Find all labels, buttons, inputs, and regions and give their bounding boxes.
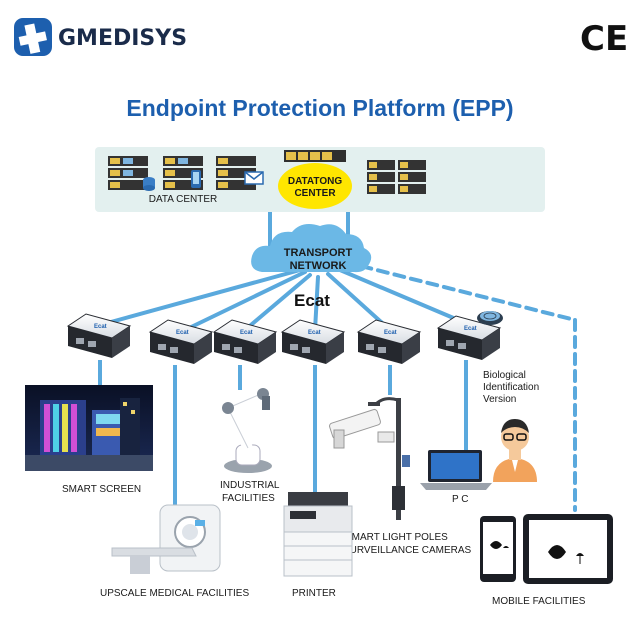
datatong-label-line1: DATATONG	[288, 176, 342, 187]
ct-scanner-icon	[111, 504, 221, 574]
fingerprint-sensor-icon	[477, 311, 503, 325]
brand-cross-icon	[18, 23, 47, 54]
ethernet-port-icon	[458, 343, 466, 349]
pc-label: P C	[452, 494, 469, 505]
ethernet-port-icon	[302, 347, 310, 353]
datatong-label-line2: CENTER	[294, 188, 336, 199]
ethernet-port-icon	[158, 344, 166, 350]
datatong-badge	[278, 163, 352, 209]
user-avatar-icon	[493, 419, 537, 482]
device-tag: Ecat	[176, 330, 189, 336]
wireless-link	[343, 260, 577, 322]
endpoint-links	[98, 360, 468, 520]
ethernet-port-icon	[290, 344, 298, 350]
ethernet-port-icon	[378, 347, 386, 353]
device-tag: Ecat	[240, 330, 253, 336]
printer-icon	[283, 492, 353, 577]
ethernet-port-icon	[446, 340, 454, 346]
medical-label: UPSCALE MEDICAL FACILITIES	[100, 588, 249, 599]
server-rack-icon	[108, 156, 155, 191]
printer-label: PRINTER	[292, 588, 336, 599]
biological-label-line1: Biological	[483, 370, 526, 381]
transport-network-cloud: TRANSPORT NETWORK	[251, 224, 372, 273]
laptop-icon	[420, 450, 492, 490]
ecat-gateway-device: Ecat	[212, 319, 278, 364]
network-label-line2: NETWORK	[290, 260, 347, 272]
ethernet-port-icon	[76, 338, 84, 344]
data-center-panel: DATA CENTER DATATONG CENTER	[95, 147, 545, 212]
surveillance-camera-icon	[329, 408, 395, 449]
industrial-label-line1: INDUSTRIAL	[220, 480, 280, 491]
server-rack-icon	[216, 156, 264, 190]
ethernet-port-icon	[170, 347, 178, 353]
brand-logo: GMEDISYS	[14, 18, 187, 56]
device-name: Ecat	[294, 291, 330, 310]
server-rack-icon	[367, 160, 426, 194]
poles-label-line1: SMART LIGHT POLES	[345, 532, 448, 543]
page-title: Endpoint Protection Platform (EPP)	[126, 95, 513, 121]
data-center-label: DATA CENTER	[149, 194, 218, 205]
smartphone-icon	[480, 516, 516, 582]
server-rack-icon	[163, 156, 203, 190]
mobile-label: MOBILE FACILITIES	[492, 596, 586, 607]
brand-name: GMEDISYS	[58, 26, 187, 51]
ethernet-port-icon	[222, 344, 230, 350]
ethernet-port-icon	[88, 341, 96, 347]
ecat-gateway-device: Ecat	[66, 313, 132, 358]
poles-label-line2: SURVEILLANCE CAMERAS	[343, 545, 472, 556]
ecat-gateway-device: Ecat	[436, 315, 502, 360]
smart-screen-image	[25, 385, 153, 471]
network-label-line1: TRANSPORT	[284, 247, 353, 259]
datatong-center: DATATONG CENTER	[278, 150, 352, 209]
ecat-gateway-device: Ecat	[148, 319, 214, 364]
biological-label-line3: Version	[483, 394, 516, 405]
biological-label-line2: Identification	[483, 382, 539, 393]
ethernet-port-icon	[366, 344, 374, 350]
industrial-label-line2: FACILITIES	[222, 493, 275, 504]
device-tag: Ecat	[384, 330, 397, 336]
network-links	[98, 260, 577, 512]
ecat-gateway-device: Ecat	[356, 319, 422, 364]
ecat-gateway-device: Ecat	[280, 319, 346, 364]
device-tag: Ecat	[308, 330, 321, 336]
device-tag: Ecat	[94, 324, 107, 330]
smart-screen-label: SMART SCREEN	[62, 484, 141, 495]
device-tag: Ecat	[464, 326, 477, 332]
ce-mark: CE	[580, 19, 628, 59]
ethernet-port-icon	[234, 347, 242, 353]
industrial-robot-icon	[221, 388, 272, 473]
light-pole-icon	[368, 397, 410, 520]
tablet-icon	[523, 514, 613, 584]
